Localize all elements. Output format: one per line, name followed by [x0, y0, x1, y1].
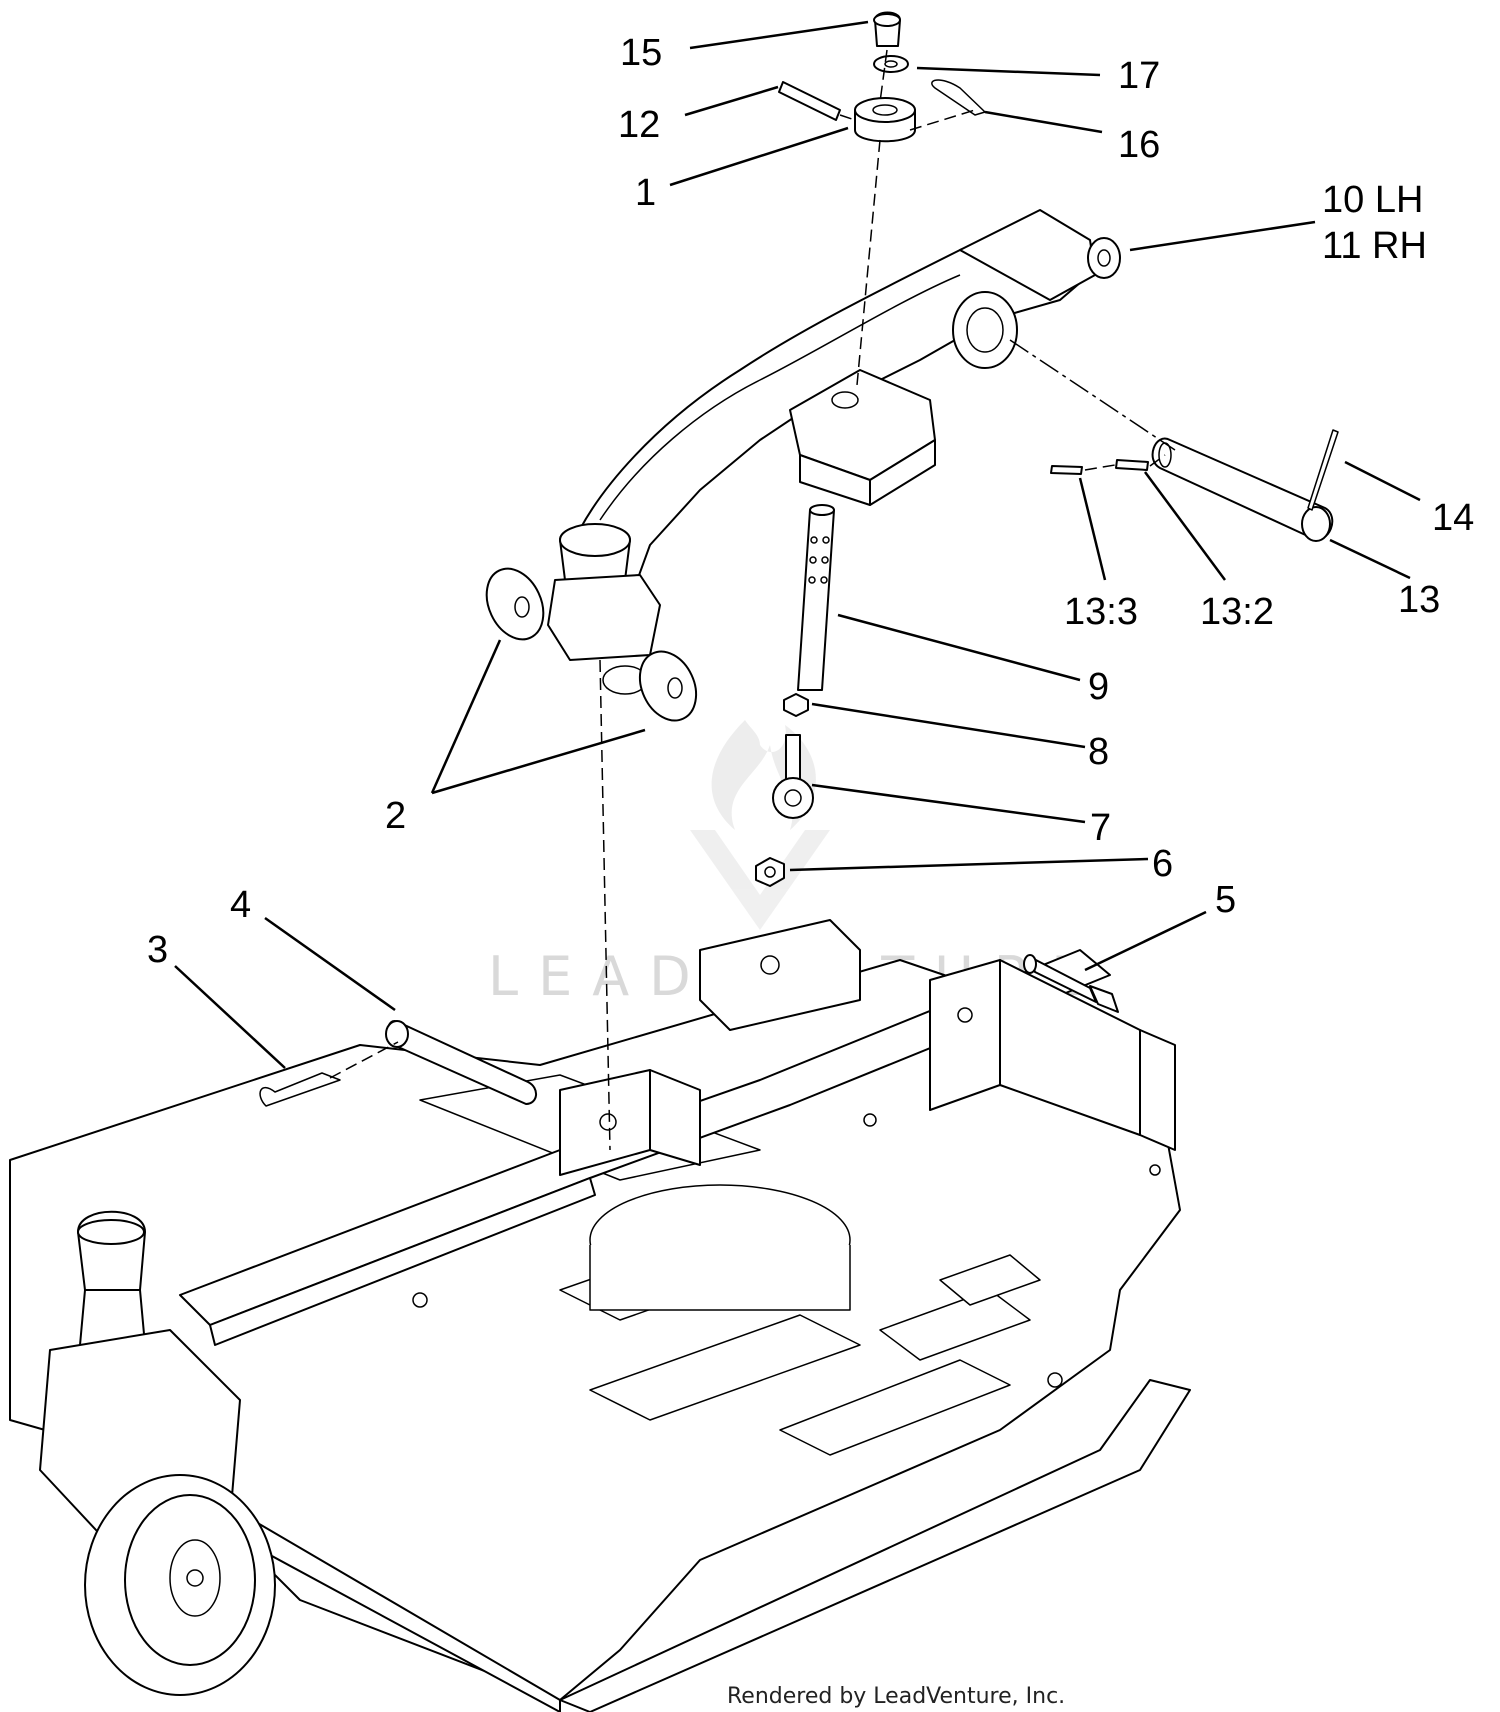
- callout-8: 8: [1088, 731, 1109, 773]
- leader-4: [264, 916, 396, 1012]
- cross-pin-assembly: [1050, 429, 1339, 542]
- leader-5: [1084, 910, 1207, 972]
- leader-lines: [174, 20, 1421, 1069]
- leader-6: [789, 857, 1149, 872]
- callout-17: 17: [1118, 55, 1160, 97]
- leader-10-11: [1129, 220, 1316, 252]
- leader-13: [1329, 538, 1411, 580]
- lift-arm: [547, 209, 1121, 695]
- leader-3: [174, 965, 286, 1069]
- callout-14: 14: [1432, 497, 1474, 539]
- callout-6: 6: [1152, 843, 1173, 885]
- callout-1: 1: [635, 172, 656, 214]
- callout-7: 7: [1090, 807, 1111, 849]
- leader-13-2: [1143, 471, 1227, 581]
- top-hardware: [778, 11, 986, 143]
- callout-2: 2: [385, 795, 406, 837]
- leader-14: [1344, 460, 1421, 502]
- leader-1: [669, 126, 849, 187]
- callout-11-rh: 11 RH: [1322, 225, 1427, 267]
- leader-13-3: [1078, 477, 1107, 581]
- callout-9: 9: [1088, 666, 1109, 708]
- mower-deck: [9, 919, 1191, 1712]
- callout-3: 3: [147, 929, 168, 971]
- leader-8: [811, 702, 1086, 749]
- callout-15: 15: [620, 32, 662, 74]
- leader-7: [811, 783, 1086, 824]
- callout-16: 16: [1118, 124, 1160, 166]
- callout-labels: 15 17 12 16 1 10 LH 11 RH 14 13:3 13:2 1…: [147, 32, 1474, 971]
- callout-13: 13: [1398, 579, 1440, 621]
- leader-17: [916, 66, 1101, 77]
- callout-5: 5: [1215, 879, 1236, 921]
- render-credit: Rendered by LeadVenture, Inc.: [727, 1684, 1065, 1709]
- height-adjust-rod: [772, 504, 835, 819]
- leader-2b: [431, 728, 646, 795]
- deck-hardware: [259, 857, 1119, 1107]
- caster-wheel-assembly: [39, 1210, 276, 1696]
- leader-15: [689, 20, 869, 50]
- callout-4: 4: [230, 884, 251, 926]
- leader-16: [984, 110, 1103, 134]
- callout-10-lh: 10 LH: [1322, 179, 1423, 221]
- leader-12: [684, 85, 779, 117]
- callout-13-2: 13:2: [1200, 591, 1274, 633]
- leader-9: [837, 613, 1081, 682]
- callout-12: 12: [618, 104, 660, 146]
- leader-2a: [430, 639, 502, 794]
- leadventure-flame-logo: [690, 720, 830, 930]
- washers: [485, 567, 698, 722]
- callout-13-3: 13:3: [1064, 591, 1138, 633]
